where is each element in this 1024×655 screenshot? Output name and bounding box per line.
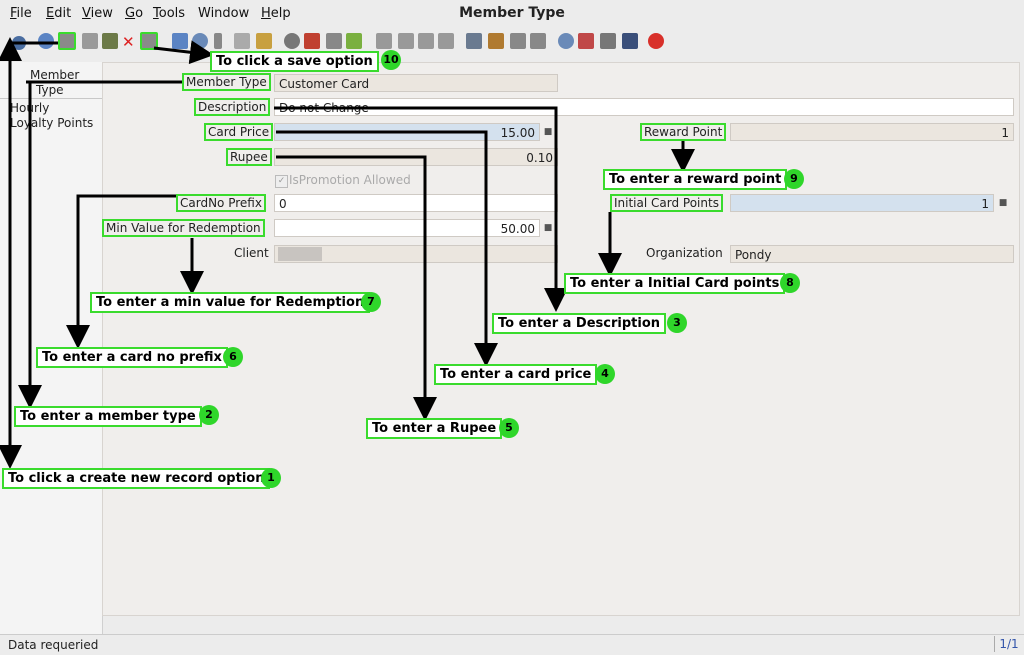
lock-icon[interactable] — [622, 33, 638, 49]
record-counter[interactable]: 1/1 — [994, 636, 1023, 652]
new-record-icon[interactable] — [58, 32, 76, 50]
copy-icon[interactable] — [82, 33, 98, 49]
menu-help[interactable]: Help — [261, 6, 291, 21]
form-panel — [102, 62, 1020, 616]
status-message: Data requeried — [8, 638, 99, 652]
annotation-10: To click a save option — [210, 51, 379, 72]
card-price-field[interactable]: 15.00 — [274, 123, 540, 141]
menu-edit[interactable]: Edit — [46, 6, 72, 21]
find-icon[interactable] — [192, 33, 208, 49]
history-icon[interactable] — [256, 33, 272, 49]
annotation-5: To enter a Rupee — [366, 418, 503, 439]
list-header-line2: Type — [36, 83, 64, 97]
save-icon[interactable] — [140, 32, 158, 50]
last-icon[interactable] — [438, 33, 454, 49]
report-icon[interactable] — [466, 33, 482, 49]
annotation-badge-9: 9 — [784, 169, 804, 189]
cancel-icon[interactable]: ✕ — [122, 33, 135, 51]
member-type-label: Member Type — [182, 73, 271, 91]
parent-icon[interactable] — [304, 33, 320, 49]
back-icon[interactable] — [12, 36, 26, 50]
rupee-field[interactable]: 0.10 — [274, 148, 558, 166]
reward-point-label: Reward Point — [640, 123, 727, 141]
annotation-3: To enter a Description — [492, 313, 667, 334]
min-value-field[interactable]: 50.00 — [274, 219, 540, 237]
annotation-2: To enter a member type — [14, 406, 202, 427]
product-info-icon[interactable] — [600, 33, 616, 49]
annotation-9: To enter a reward point — [603, 169, 788, 190]
end-icon[interactable] — [648, 33, 664, 49]
client-label: Client — [234, 246, 269, 260]
window-title: Member Type — [459, 5, 565, 21]
list-header: Member — [30, 68, 80, 82]
is-promotion-label: IsPromotion Allowed — [289, 173, 411, 187]
annotation-4: To enter a card price — [434, 364, 598, 385]
description-label: Description — [194, 98, 271, 116]
menu-go[interactable]: Go — [125, 6, 144, 21]
initial-points-calculator-icon[interactable]: ■ — [998, 198, 1008, 208]
reward-point-field[interactable]: 1 — [730, 123, 1014, 141]
cardno-prefix-field[interactable]: 0 — [274, 194, 558, 212]
annotation-badge-10: 10 — [381, 50, 401, 70]
previous-icon[interactable] — [326, 33, 342, 49]
annotation-badge-7: 7 — [361, 292, 381, 312]
zoom-across-icon[interactable] — [558, 33, 574, 49]
annotation-badge-8: 8 — [780, 273, 800, 293]
annotation-8: To enter a Initial Card points — [564, 273, 786, 294]
annotation-badge-1: 1 — [261, 468, 281, 488]
annotation-badge-4: 4 — [595, 364, 615, 384]
annotation-6: To enter a card no prefix — [36, 347, 228, 368]
annotation-badge-2: 2 — [199, 405, 219, 425]
up-icon[interactable] — [398, 33, 414, 49]
status-bar — [0, 634, 1024, 655]
min-value-label: Min Value for Redemption — [102, 219, 265, 237]
help-icon[interactable] — [38, 33, 54, 49]
next-icon[interactable] — [346, 33, 362, 49]
is-promotion-checkbox[interactable]: ✓ — [275, 175, 288, 188]
list-divider — [0, 98, 102, 99]
list-item[interactable]: Hourly — [10, 101, 50, 115]
refresh-icon[interactable] — [172, 33, 188, 49]
multi-icon[interactable] — [234, 33, 250, 49]
home-icon[interactable] — [284, 33, 300, 49]
initial-card-points-label: Initial Card Points — [610, 194, 723, 212]
menu-file[interactable]: File — [10, 6, 32, 21]
list-item[interactable]: Loyalty Points — [10, 116, 94, 130]
menu-tools[interactable]: Tools — [153, 6, 186, 21]
annotation-badge-6: 6 — [223, 347, 243, 367]
cardno-prefix-label: CardNo Prefix — [176, 194, 266, 212]
organization-field[interactable]: Pondy — [730, 245, 1014, 263]
annotation-1: To click a create new record option — [2, 468, 271, 489]
annotation-badge-5: 5 — [499, 418, 519, 438]
menu-view[interactable]: View — [82, 6, 113, 21]
card-price-label: Card Price — [204, 123, 274, 141]
client-blurred-value — [278, 247, 322, 261]
attachment-icon[interactable] — [214, 33, 222, 49]
workflow-icon[interactable] — [578, 33, 594, 49]
menu-bar — [0, 0, 1024, 28]
organization-label: Organization — [646, 246, 723, 260]
delete-icon[interactable] — [102, 33, 118, 49]
menu-window[interactable]: Window — [198, 6, 250, 21]
print-preview-icon[interactable] — [530, 33, 546, 49]
annotation-badge-3: 3 — [667, 313, 687, 333]
down-icon[interactable] — [418, 33, 434, 49]
rupee-label: Rupee — [226, 148, 272, 166]
min-value-calculator-icon[interactable]: ■ — [543, 223, 553, 233]
print-icon[interactable] — [510, 33, 526, 49]
card-price-calculator-icon[interactable]: ■ — [543, 127, 553, 137]
archive-icon[interactable] — [488, 33, 504, 49]
first-icon[interactable] — [376, 33, 392, 49]
initial-card-points-field[interactable]: 1 — [730, 194, 994, 212]
member-type-field[interactable]: Customer Card — [274, 74, 558, 92]
description-field[interactable]: Do not Change — [274, 98, 1014, 116]
annotation-7: To enter a min value for Redemption — [90, 292, 371, 313]
